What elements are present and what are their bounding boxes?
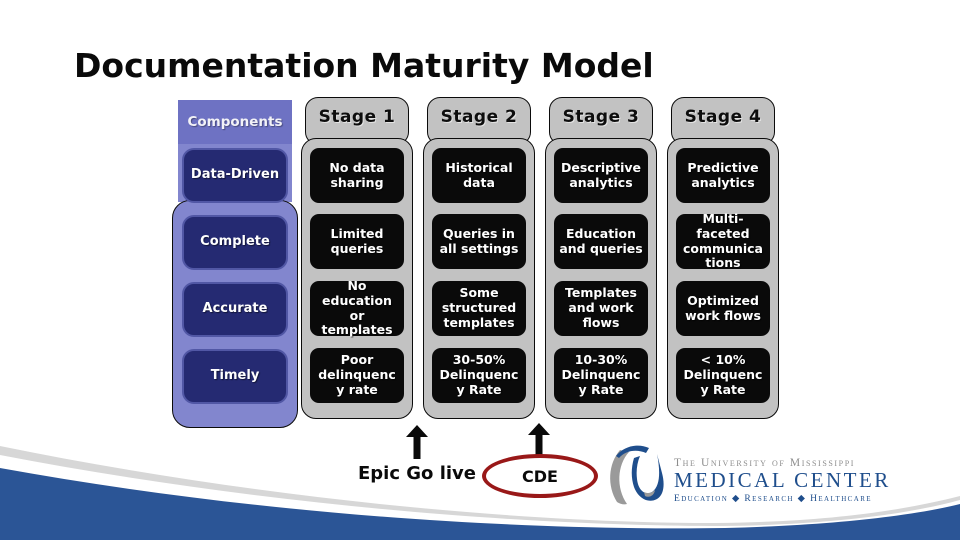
logo-tagline-line: Education ◆ Research ◆ Healthcare [674,494,872,504]
stage-1-cell: Poor delinquency rate [310,348,404,403]
stage-2-cell: Queries in all settings [432,214,526,269]
stage-2-cell: 30-50% Delinquency Rate [432,348,526,403]
up-arrow-icon [528,423,550,457]
stage-1-cell: Limited queries [310,214,404,269]
stage-3-cell: 10-30% Delinquency Rate [554,348,648,403]
stage-4-cell: < 10% Delinquency Rate [676,348,770,403]
stage-column-2: Stage 2 Historical data Queries in all s… [423,97,535,427]
stage-2-cell: Historical data [432,148,526,203]
stage-4-cell: Multi-faceted communications [676,211,770,270]
slide-title: Documentation Maturity Model [74,46,654,85]
stage-2-cell: Some structured templates [432,281,526,336]
up-arrow-icon [406,425,428,459]
stage-1-cell: No education or templates [310,278,404,337]
cde-highlight-oval: CDE [482,454,598,498]
stage-4-cell: Optimized work flows [676,281,770,336]
cde-label: CDE [522,466,558,486]
stage-column-4: Stage 4 Predictive analytics Multi-facet… [667,97,779,427]
component-item-complete: Complete [182,215,288,270]
logo-university-line: The University of Mississippi [674,457,856,469]
components-header: Components [178,100,292,144]
stage-3-header: Stage 3 [549,97,653,145]
component-item-data-driven: Data-Driven [182,148,288,203]
stage-3-cell: Descriptive analytics [554,148,648,203]
stage-4-header: Stage 4 [671,97,775,145]
stage-column-1: Stage 1 No data sharing Limited queries … [301,97,413,427]
ummc-logo: The University of Mississippi MEDICAL CE… [604,444,924,510]
ummc-u-emblem-icon [610,445,664,505]
stage-1-cell: No data sharing [310,148,404,203]
ummc-logo-text: The University of Mississippi MEDICAL CE… [674,444,891,510]
stage-column-3: Stage 3 Descriptive analytics Education … [545,97,657,427]
component-item-accurate: Accurate [182,282,288,337]
component-item-timely: Timely [182,349,288,404]
stage-4-cell: Predictive analytics [676,148,770,203]
stage-3-cell: Templates and work flows [554,281,648,336]
footer-swoosh-decoration [0,446,960,540]
components-column: Components Data-Driven Complete Accurate… [172,100,298,430]
epic-go-live-label: Epic Go live [358,463,476,484]
stage-3-cell: Education and queries [554,214,648,269]
logo-medical-center-line: MEDICAL CENTER [674,468,891,492]
